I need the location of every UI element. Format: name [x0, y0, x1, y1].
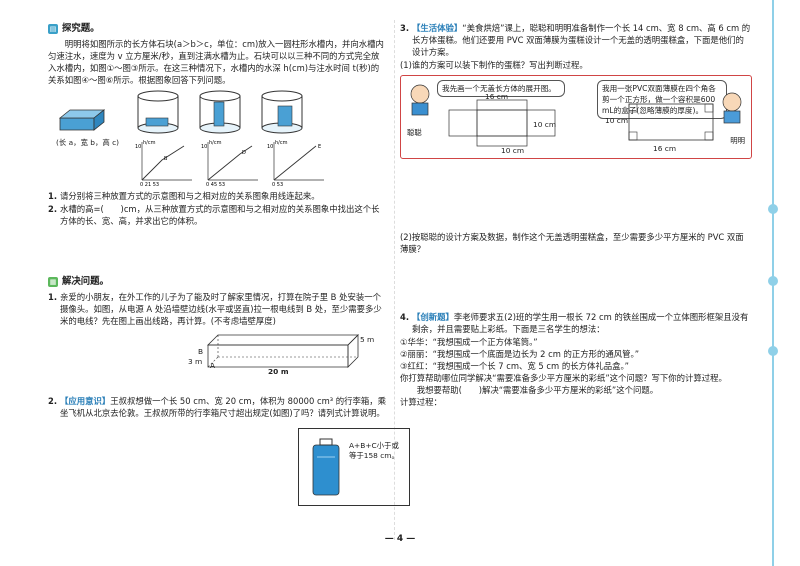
height-label: 3 m [188, 357, 203, 367]
sheet-dim-16: 16 cm [653, 143, 677, 153]
net-drawing [448, 99, 556, 147]
yard-drawing [207, 334, 359, 369]
innov-item-1: ①华华：“我想围成一个正方体笔筒。” [400, 336, 538, 347]
explore-heading: ▤ 探究题。 [48, 22, 386, 36]
left-column: ▤ 探究题。 明明将如图所示的长方体石块(a＞b＞c，单位：cm)放入一圆柱形水… [48, 22, 410, 506]
innov-calc: 计算过程： [400, 397, 442, 408]
congcong-name: 聪聪 [407, 127, 422, 137]
box-label: (长 a，宽 b，高 c) [56, 137, 120, 147]
solve-title: 解决问题。 [62, 275, 109, 287]
width-label: 5 m [360, 335, 375, 345]
explore-figures: (长 a，宽 b，高 c) [56, 90, 386, 186]
stone-box-figure: (长 a，宽 b，高 c) [56, 90, 126, 148]
point-b-label: B [198, 347, 204, 357]
side-dot [768, 276, 778, 286]
bubble-right: 我用一张PVC双面薄膜在四个角各剪一个正方形，做一个容积是600 mL的盒子(忽… [597, 79, 727, 119]
yard-figure: B A 3 m 5 m 20 m [188, 327, 386, 379]
suitcase-figure: A+B+C小于或等于158 cm。 [298, 427, 410, 506]
mingming-name: 明明 [730, 135, 745, 145]
cyl-and-graphs: h/cm 10 B 0 21 53 h/cm 10 D 0 45 53 [134, 90, 326, 186]
graph5-ylabel: h/cm [209, 140, 222, 146]
life-question: 3. 【生活体验】“美食烘焙”课上，聪聪和明明准备制作一个长 14 cm、宽 8… [400, 23, 751, 58]
length-label: 20 m [268, 367, 289, 377]
sheet-dim-10: 10 cm [605, 115, 629, 125]
explore-q1: 1. 请分别将三种放置方式的示意图和与之相对应的关系图象用线连起来。 [48, 191, 320, 202]
sheet-drawing [628, 103, 714, 141]
page-number: — 4 — [384, 533, 416, 544]
graph6-ylabel: h/cm [275, 140, 288, 146]
graph4-xticks: 0 21 53 [140, 182, 159, 186]
column-divider [394, 20, 395, 540]
graph-5: h/cm 10 D 0 45 53 [201, 140, 258, 186]
solve-heading: ▦ 解决问题。 [48, 275, 386, 289]
explore-title: 探究题。 [62, 23, 100, 34]
cylinder-row [134, 90, 326, 134]
design-box: 我先画一个无盖长方体的展开图。 我用一张PVC双面薄膜在四个角各剪一个正方形，做… [400, 74, 752, 159]
innov-fill: 我想要帮助( )解决“需要准备多少平方厘米的彩纸”这个问题。 [416, 385, 659, 396]
graph4-ytick: 10 [135, 144, 141, 150]
cylinder-3 [261, 90, 303, 134]
life-q1: (1)谁的方案可以装下制作的蛋糕？写出判断过程。 [400, 59, 588, 70]
graph-6: h/cm 10 E 0 53 [267, 140, 324, 186]
graph6-ytick: 10 [267, 144, 273, 150]
net-dim-10a: 10 cm [533, 119, 557, 129]
cylinder-2 [199, 90, 241, 134]
innov-question: 4. 【创新题】李老师要求五(2)班的学生用一根长 72 cm 的铁丝围成一个立… [400, 312, 749, 335]
graph-row: h/cm 10 B 0 21 53 h/cm 10 D 0 45 53 [134, 138, 326, 186]
point-a-label: A [210, 361, 216, 371]
innov-ask: 你打算帮助哪位同学解决“需要准备多少平方厘米的彩纸”这个问题？写下你的计算过程。 [400, 373, 727, 384]
right-column: 3. 【生活体验】“美食烘焙”课上，聪聪和明明准备制作一个长 14 cm、宽 8… [400, 22, 752, 409]
graph5-point: D [242, 150, 246, 156]
solve-q1: 1. 亲爱的小朋友，在外工作的儿子为了能及时了解家里情况，打算在院子里 B 处安… [48, 291, 382, 326]
explore-q2: 2. 水槽的高=( )cm，从三种放置方式的示意图和与之相对应的关系图象中找出这… [48, 203, 380, 226]
graph-4: h/cm 10 B 0 21 53 [135, 140, 192, 186]
explore-intro: 明明将如图所示的长方体石块(a＞b＞c，单位：cm)放入一圆柱形水槽内，并向水槽… [48, 38, 384, 86]
solve-q2: 2. 【应用意识】王叔叔想做一个长 50 cm、宽 20 cm，体积为 8000… [48, 396, 387, 419]
net-dim-10b: 10 cm [501, 145, 525, 155]
stone-box-drawing [58, 109, 106, 132]
cylinder-1 [137, 90, 179, 134]
bubble-left: 我先画一个无盖长方体的展开图。 [437, 79, 565, 97]
graph5-ytick: 10 [201, 144, 207, 150]
suitcase-drawing [312, 438, 340, 495]
innov-item-2: ②丽丽：“我想围成一个底面是边长为 2 cm 的正方形的通风管。” [400, 348, 640, 359]
side-dot [768, 204, 778, 214]
innov-tag: 【创新题】 [412, 312, 454, 323]
life-tag: 【生活体验】 [412, 23, 463, 33]
net-dim-16: 16 cm [485, 91, 509, 101]
mingming-avatar [722, 92, 742, 124]
suitcase-note: A+B+C小于或等于158 cm。 [349, 440, 399, 461]
graph4-point: B [164, 156, 168, 162]
graph6-xticks: 0 53 [272, 182, 283, 186]
innov-item-3: ③红红：“我想围成一个长 7 cm、宽 5 cm 的长方体礼品盒。” [400, 360, 629, 371]
congcong-avatar [410, 84, 430, 116]
section-icon: ▦ [48, 276, 58, 287]
graph4-ylabel: h/cm [143, 140, 156, 146]
q2-tag: 【应用意识】 [60, 396, 111, 407]
life-q2: (2)按聪聪的设计方案及数据，制作这个无盖透明蛋糕盒，至少需要多少平方厘米的 P… [400, 231, 744, 254]
side-dot [768, 346, 778, 356]
graph5-xticks: 0 45 53 [206, 182, 225, 186]
section-icon: ▤ [48, 23, 58, 34]
graph6-point: E [318, 144, 321, 150]
